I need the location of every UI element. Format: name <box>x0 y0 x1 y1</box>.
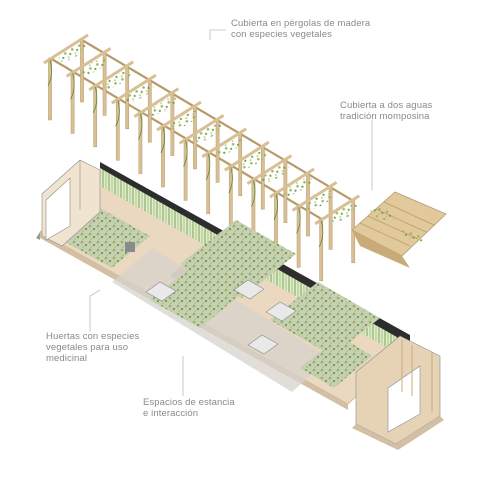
label-pergola-line1: Cubierta en pérgolas de madera <box>231 18 371 29</box>
label-gable-line2: tradición momposina <box>340 111 430 122</box>
pergola-roof <box>43 33 361 282</box>
left-pavilion <box>41 159 135 252</box>
label-espacios: Espacios de estancia e interacción <box>143 397 235 419</box>
label-huertas-line3: medicinal <box>46 353 88 364</box>
label-huertas: Huertas con especies vegetales para uso … <box>46 331 139 364</box>
label-espacios-line1: Espacios de estancia <box>143 397 235 408</box>
leader-lines <box>89 29 373 396</box>
right-pavilion <box>352 335 444 450</box>
label-huertas-line1: Huertas con especies <box>46 331 140 342</box>
label-huertas-line2: vegetales para uso <box>46 342 129 353</box>
gable-roof <box>351 191 447 268</box>
label-gable-line1: Cubierta a dos aguas <box>340 100 433 111</box>
benches <box>145 279 297 355</box>
label-pergola-line2: con especies vegetales <box>231 29 332 40</box>
label-gable-roof: Cubierta a dos aguas tradición momposina <box>340 100 432 122</box>
label-espacios-line2: e interacción <box>143 408 199 419</box>
label-pergola-roof: Cubierta en pérgolas de madera con espec… <box>231 18 370 40</box>
